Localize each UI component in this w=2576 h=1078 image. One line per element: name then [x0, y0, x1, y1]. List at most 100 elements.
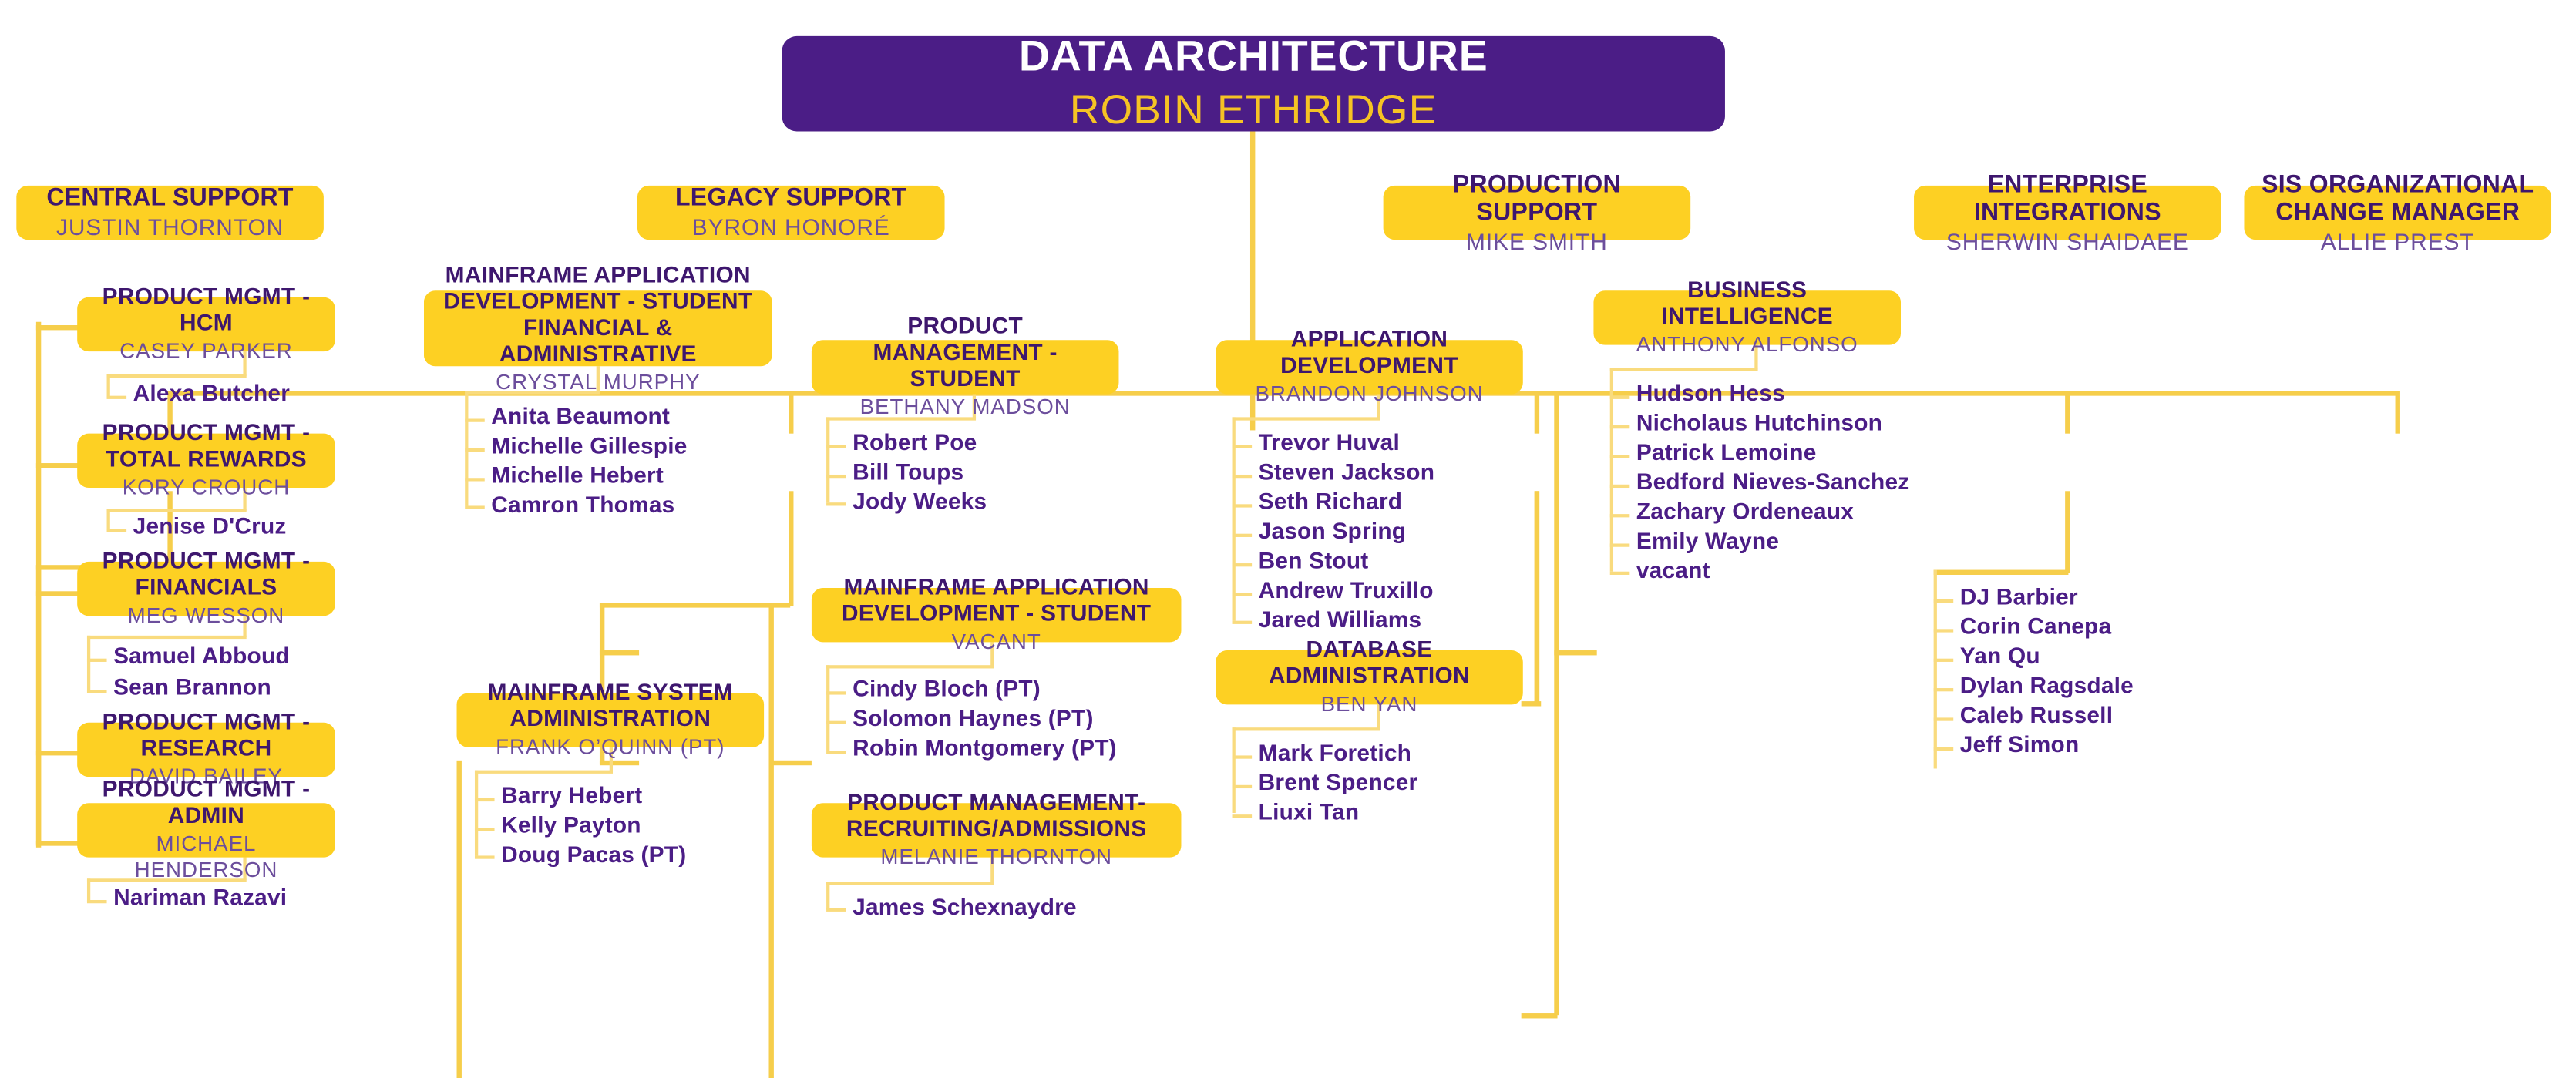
leaf-person[interactable]: Seth Richard — [1258, 488, 1403, 515]
unit-title: MAINFRAME APPLICATION DEVELOPMENT - STUD… — [842, 573, 1152, 626]
node-product-mgmt-financials[interactable]: PRODUCT MGMT - FINANCIALS MEG WESSON — [77, 547, 335, 628]
connector-appdev-tick-2 — [1232, 504, 1253, 508]
connector-msa-spine — [474, 770, 479, 856]
node-product-management-recruiting[interactable]: PRODUCT MANAGEMENT- RECRUITING/ADMISSION… — [811, 789, 1182, 869]
connector-production-db-stem — [1554, 683, 1559, 1016]
leaf-person[interactable]: Andrew Truxillo — [1258, 576, 1434, 603]
leaf-person[interactable]: Robert Poe — [853, 428, 977, 455]
leaf-person[interactable]: Zachary Ordeneaux — [1636, 497, 1855, 524]
node-production-support[interactable]: PRODUCTION SUPPORT MIKE SMITH — [1383, 170, 1691, 254]
leaf-person[interactable]: Robin Montgomery (PT) — [853, 734, 1117, 761]
connector-fin-stem — [243, 616, 247, 637]
leaf-person[interactable]: Kelly Payton — [501, 811, 641, 838]
connector-root-stem — [1249, 131, 1256, 431]
leaf-person[interactable]: Ben Stout — [1258, 546, 1369, 573]
leaf-person[interactable]: Dylan Ragsdale — [1959, 671, 2134, 698]
leaf-person[interactable]: Michelle Hebert — [491, 461, 664, 489]
unit-person: VACANT — [951, 629, 1041, 654]
leaf-person[interactable]: Jared Williams — [1258, 606, 1422, 633]
unit-person: BRANDON JOHNSON — [1255, 381, 1484, 406]
connector-hcm-elbow — [106, 374, 247, 378]
leaf-person[interactable]: Michelle Gillespie — [491, 432, 688, 458]
node-application-development[interactable]: APPLICATION DEVELOPMENT BRANDON JOHNSON — [1216, 326, 1523, 406]
node-database-administration[interactable]: DATABASE ADMINISTRATION BEN YAN — [1216, 636, 1523, 717]
leaf-person[interactable]: Anita Beaumont — [491, 402, 671, 429]
node-product-mgmt-research[interactable]: PRODUCT MGMT - RESEARCH DAVID BAILEY — [77, 708, 335, 788]
leaf-person[interactable]: Alexa Butcher — [133, 379, 291, 406]
leaf-person[interactable]: Sean Brannon — [113, 673, 271, 700]
unit-title: PRODUCT MGMT - TOTAL REWARDS — [102, 419, 311, 472]
node-data-architecture[interactable]: DATA ARCHITECTURE ROBIN ETHRIDGE — [782, 32, 1725, 133]
root-person: ROBIN ETHRIDGE — [1069, 86, 1438, 133]
node-central-support[interactable]: CENTRAL SUPPORT JUSTIN THORNTON — [16, 183, 324, 240]
leaf-person[interactable]: vacant — [1636, 556, 1710, 583]
leaf-person[interactable]: Jeff Simon — [1959, 730, 2080, 757]
node-enterprise-integrations[interactable]: ENTERPRISE INTEGRATIONS SHERWIN SHAIDAEE — [1914, 170, 2221, 254]
leaf-person[interactable]: Mark Foretich — [1258, 739, 1412, 766]
connector-central-to-financials — [35, 591, 79, 596]
connector-drop-sis-manager — [2395, 391, 2400, 434]
connector-fin-elbow — [86, 635, 247, 640]
leaf-person[interactable]: Jenise D'Cruz — [133, 512, 287, 539]
leaf-person[interactable]: Steven Jackson — [1258, 458, 1435, 485]
connector-msa-tick-1 — [474, 828, 495, 831]
connector-legacy-support-stem — [789, 491, 794, 606]
leaf-person[interactable]: Trevor Huval — [1258, 428, 1400, 455]
connector-dba-tick-0 — [1232, 755, 1253, 759]
connector-tr-stem — [243, 488, 247, 511]
leaf-person[interactable]: Patrick Lemoine — [1636, 438, 1817, 465]
node-sis-organizational-change-manager[interactable]: SIS ORGANIZATIONAL CHANGE MANAGER ALLIE … — [2244, 170, 2552, 254]
connector-central-to-research — [35, 751, 79, 756]
leaf-person[interactable]: Nicholaus Hutchinson — [1636, 408, 1883, 435]
node-business-intelligence[interactable]: BUSINESS INTELLIGENCE ANTHONY ALFONSO — [1593, 277, 1902, 357]
leaf-person[interactable]: DJ Barbier — [1959, 583, 2078, 610]
node-product-management-student[interactable]: PRODUCT MANAGEMENT - STUDENT BETHANY MAD… — [811, 313, 1119, 419]
leaf-person[interactable]: Samuel Abboud — [113, 642, 290, 669]
leaf-person[interactable]: Cindy Bloch (PT) — [853, 674, 1041, 702]
node-product-mgmt-hcm[interactable]: PRODUCT MGMT - HCM CASEY PARKER — [77, 283, 335, 363]
leaf-person[interactable]: Liuxi Tan — [1258, 798, 1360, 824]
leaf-person[interactable]: Barry Hebert — [501, 781, 643, 808]
node-product-mgmt-total-rewards[interactable]: PRODUCT MGMT - TOTAL REWARDS KORY CROUCH — [77, 419, 335, 499]
leaf-person[interactable]: Doug Pacas (PT) — [501, 841, 687, 868]
connector-msa-stem — [609, 747, 614, 772]
leaf-person[interactable]: Camron Thomas — [491, 491, 675, 518]
connector-tr-spine — [106, 509, 110, 531]
leaf-person[interactable]: Nariman Razavi — [113, 883, 288, 910]
leaf-person[interactable]: Yan Qu — [1959, 642, 2040, 669]
leaf-person[interactable]: Bill Toups — [853, 458, 964, 485]
leaf-person[interactable]: Jason Spring — [1258, 517, 1407, 544]
leaf-person[interactable]: Emily Wayne — [1636, 527, 1780, 554]
connector-hcm-stem — [243, 351, 247, 377]
connector-production-spine — [1534, 491, 1540, 705]
unit-title: CENTRAL SUPPORT — [46, 183, 294, 213]
leaf-person[interactable]: James Schexnaydre — [853, 893, 1077, 920]
leaf-person[interactable]: Brent Spencer — [1258, 768, 1418, 795]
leaf-person[interactable]: Caleb Russell — [1959, 701, 2114, 728]
connector-appdev-tick-3 — [1232, 533, 1253, 537]
leaf-person[interactable]: Jody Weeks — [853, 488, 987, 515]
connector-fin-tick-1 — [86, 690, 107, 693]
connector-pms-stem — [972, 394, 977, 419]
unit-person: FRANK O’QUINN (PT) — [496, 734, 725, 760]
leaf-person[interactable]: Solomon Haynes (PT) — [853, 704, 1094, 731]
connector-appdev-stem — [1377, 394, 1380, 419]
connector-dba-tick-2 — [1232, 814, 1253, 818]
node-mainframe-app-dev-student[interactable]: MAINFRAME APPLICATION DEVELOPMENT - STUD… — [811, 573, 1182, 654]
unit-title: DATABASE ADMINISTRATION — [1269, 636, 1470, 689]
node-legacy-support[interactable]: LEGACY SUPPORT BYRON HONORÉ — [637, 184, 945, 240]
leaf-person[interactable]: Corin Canepa — [1959, 613, 2112, 640]
connector-dba-elbow — [1232, 727, 1380, 731]
connector-appdev-spine — [1232, 417, 1236, 621]
node-mainframe-system-administration[interactable]: MAINFRAME SYSTEM ADMINISTRATION FRANK O’… — [456, 679, 765, 759]
leaf-person[interactable]: Hudson Hess — [1636, 379, 1785, 406]
leaf-person[interactable]: Bedford Nieves-Sanchez — [1636, 468, 1910, 495]
connector-production-to-bi — [1554, 650, 1597, 656]
node-product-mgmt-admin[interactable]: PRODUCT MGMT - ADMIN MICHAEL HENDERSON — [77, 776, 335, 882]
connector-dba-spine — [1232, 727, 1236, 814]
connector-dba-stem — [1377, 704, 1380, 730]
connector-enterprise-stem — [2065, 491, 2070, 573]
node-mainframe-app-dev-student-financial[interactable]: MAINFRAME APPLICATION DEVELOPMENT - STUD… — [423, 261, 772, 394]
connector-bi-tick-4 — [1609, 514, 1630, 518]
unit-person: ALLIE PREST — [2320, 227, 2475, 254]
